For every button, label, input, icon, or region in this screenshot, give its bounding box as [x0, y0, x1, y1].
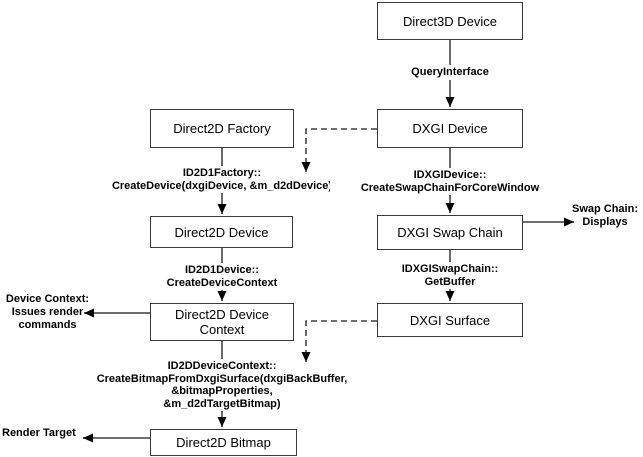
- box-dxgi-swap-chain: DXGI Swap Chain: [377, 215, 523, 250]
- box-direct3d-device: Direct3D Device: [377, 2, 523, 40]
- annotation-render-target: Render Target: [2, 427, 76, 439]
- box-direct2d-device: Direct2D Device: [150, 216, 293, 248]
- box-direct2d-device-context: Direct2D Device Context: [150, 303, 294, 341]
- edge-label-createdevice: ID2D1Factory:: CreateDevice(dxgiDevice, …: [97, 166, 347, 193]
- edge-label-queryinterface: QueryInterface: [370, 65, 530, 80]
- box-dxgi-surface: DXGI Surface: [377, 303, 523, 337]
- annotation-device-context-role: Device Context: Issues render commands: [5, 293, 90, 331]
- box-direct2d-factory: Direct2D Factory: [150, 109, 294, 148]
- dashed-arrow-dxgi-surface-to-createbitmap-param: [301, 320, 377, 362]
- edge-label-createdevicecontext: ID2D1Device:: CreateDeviceContext: [132, 263, 312, 290]
- dashed-arrow-dxgi-device-to-createdevice-param: [301, 128, 377, 172]
- annotation-swap-chain-displays: Swap Chain: Displays: [571, 203, 638, 228]
- edge-label-createbitmapfromdxgisurface: ID2DDeviceContext:: CreateBitmapFromDxgi…: [87, 359, 357, 411]
- edge-label-getbuffer: IDXGISwapChain:: GetBuffer: [370, 262, 530, 289]
- box-direct2d-bitmap: Direct2D Bitmap: [150, 429, 297, 456]
- edge-label-createswapchainforcorewindow: IDXGIDevice:: CreateSwapChainForCoreWind…: [330, 168, 570, 195]
- box-dxgi-device: DXGI Device: [377, 109, 523, 148]
